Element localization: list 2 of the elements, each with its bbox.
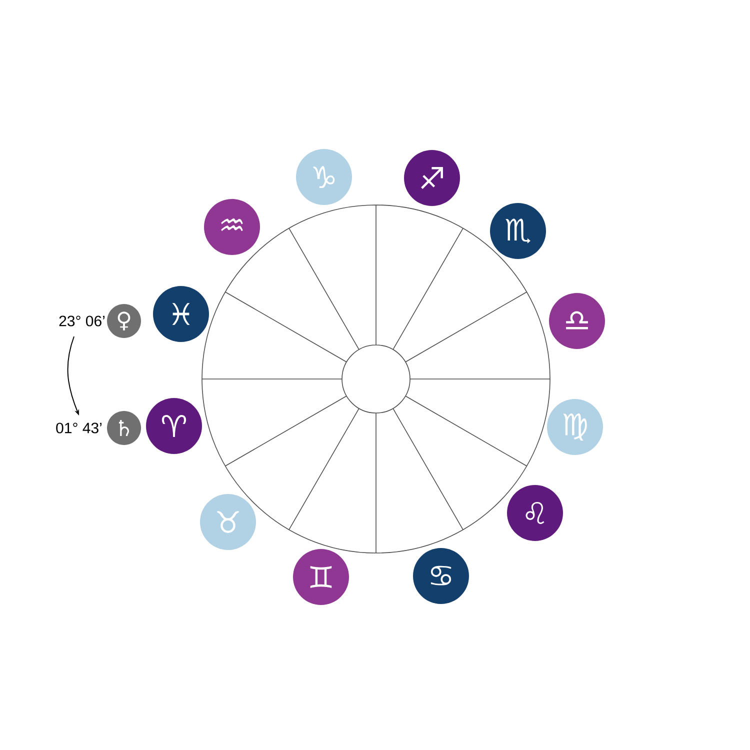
degree-label: 01° 43’ — [56, 422, 102, 434]
degree-label: 23° 06’ — [59, 316, 104, 326]
